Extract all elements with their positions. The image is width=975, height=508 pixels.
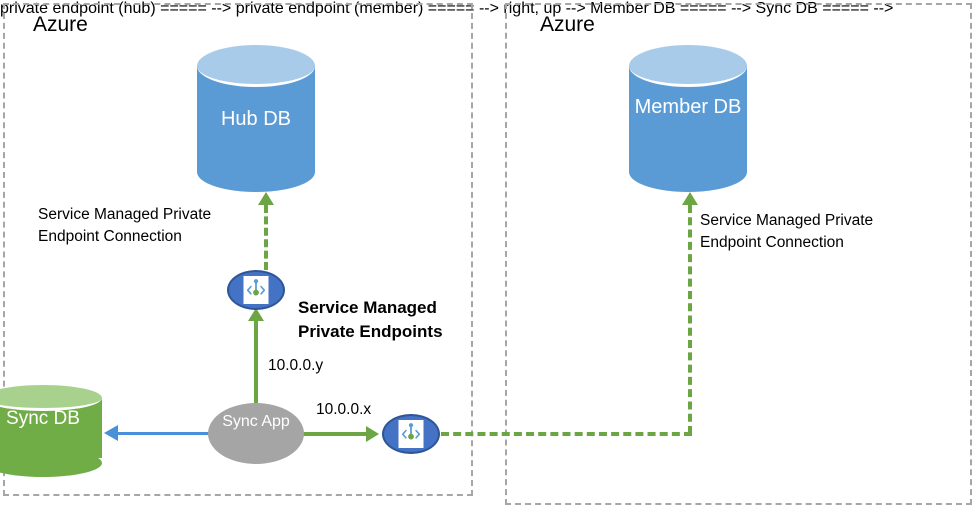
private-endpoint-icon bbox=[398, 420, 424, 448]
member-db-cylinder-top bbox=[629, 45, 747, 87]
ip-address-label-hub: 10.0.0.y bbox=[268, 357, 324, 374]
hub-db-cylinder-top bbox=[197, 45, 315, 87]
private-endpoint-icon-member[interactable] bbox=[382, 414, 440, 454]
azure-boundary-right bbox=[505, 3, 972, 505]
member-database-node[interactable]: Member DB bbox=[629, 45, 747, 192]
sync-db-cylinder-top bbox=[0, 385, 102, 411]
connector-syncapp-pe-member-arrowhead bbox=[366, 426, 379, 442]
sync-app-node[interactable]: Sync App bbox=[208, 403, 304, 464]
hub-database-node[interactable]: Hub DB bbox=[197, 45, 315, 192]
connector-syncapp-to-syncdb bbox=[118, 432, 214, 435]
connector-member-dashed-horizontal bbox=[441, 432, 692, 436]
azure-label-right: Azure bbox=[540, 13, 595, 36]
connector-syncapp-pe-hub-arrowhead bbox=[248, 308, 264, 321]
connector-member-dashed-vertical bbox=[688, 205, 692, 434]
connector-syncapp-to-pe-member bbox=[300, 432, 368, 436]
azure-boundary-left bbox=[3, 3, 473, 496]
ip-address-label-member: 10.0.0.x bbox=[316, 401, 372, 418]
azure-label-left: Azure bbox=[33, 13, 88, 36]
private-endpoint-icon bbox=[243, 276, 269, 304]
connector-hub-dashed bbox=[264, 205, 268, 270]
connector-hub-arrowhead bbox=[258, 192, 274, 205]
service-managed-private-endpoints-label: Service Managed Private Endpoints bbox=[298, 298, 443, 341]
connector-syncapp-to-pe-hub bbox=[254, 320, 258, 420]
sync-app-label: Sync App bbox=[222, 413, 290, 430]
connector-syncdb-arrowhead bbox=[104, 425, 118, 441]
private-endpoint-icon-hub[interactable] bbox=[227, 270, 285, 310]
connector-member-arrowhead bbox=[682, 192, 698, 205]
sync-database-node[interactable]: Sync DB bbox=[0, 385, 102, 477]
member-connection-annotation: Service Managed Private Endpoint Connect… bbox=[700, 212, 874, 251]
hub-connection-annotation: Service Managed Private Endpoint Connect… bbox=[38, 206, 212, 245]
